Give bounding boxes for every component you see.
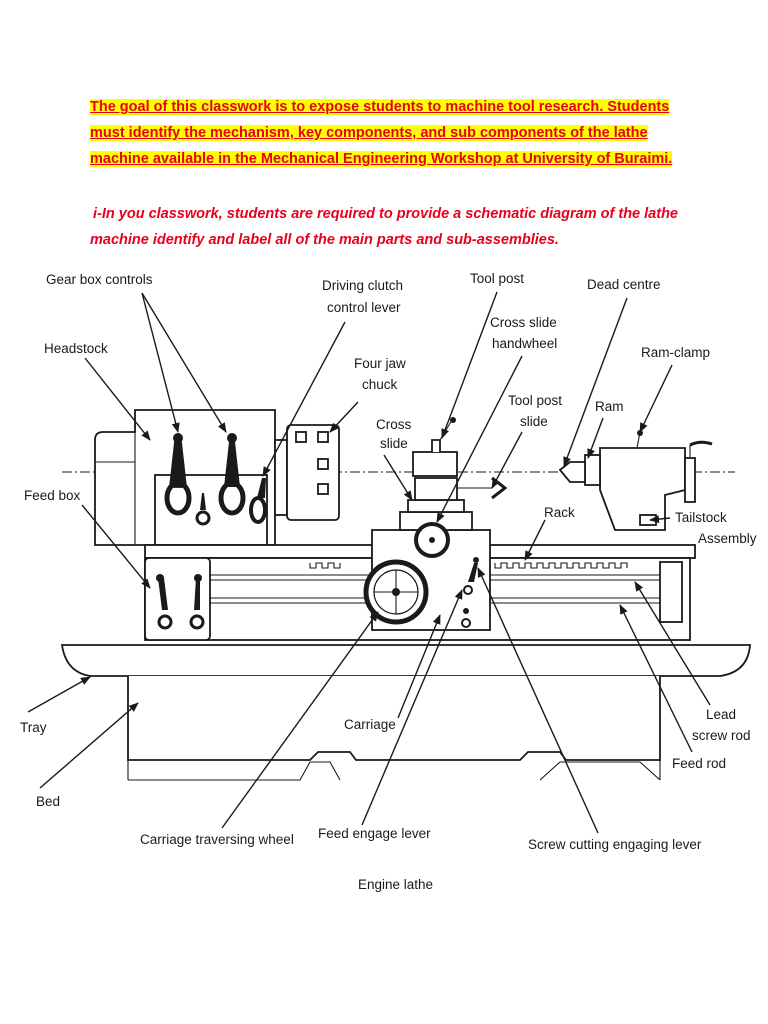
- label-cross-slide-1: Cross: [376, 417, 412, 432]
- label-tailstock-2: Assembly: [698, 531, 757, 546]
- chuck-drawing: [274, 424, 340, 521]
- label-tool-post-slide-1: Tool post: [508, 393, 562, 408]
- label-cross-slide-2: slide: [380, 436, 408, 451]
- feed-box-drawing: [144, 557, 211, 641]
- label-four-jaw-1: Four jaw: [354, 356, 406, 371]
- bed-base-drawing: [127, 676, 661, 781]
- tailstock-drawing: [558, 430, 713, 531]
- label-tailstock-1: Tailstock: [675, 510, 727, 525]
- label-driving-clutch-2: control lever: [327, 300, 401, 315]
- label-tray: Tray: [20, 720, 47, 735]
- goal-text: The goal of this classwork is to expose …: [90, 99, 673, 167]
- task-paragraph: i-In you classwork, students are require…: [90, 201, 710, 253]
- label-cross-slide-hw-2: handwheel: [492, 336, 557, 351]
- label-headstock: Headstock: [44, 341, 108, 356]
- diagram-caption: Engine lathe: [358, 877, 433, 892]
- label-gear-box-controls: Gear box controls: [46, 272, 153, 287]
- label-carriage-wheel: Carriage traversing wheel: [140, 832, 294, 847]
- label-lead-screw-2: screw rod: [692, 728, 751, 743]
- label-bed: Bed: [36, 794, 60, 809]
- label-rack: Rack: [544, 505, 575, 520]
- goal-paragraph: The goal of this classwork is to expose …: [90, 94, 690, 172]
- tray-drawing: [60, 644, 751, 677]
- label-dead-centre: Dead centre: [587, 277, 661, 292]
- label-four-jaw-2: chuck: [362, 377, 398, 392]
- label-feed-rod: Feed rod: [672, 756, 726, 771]
- label-tool-post-slide-2: slide: [520, 414, 548, 429]
- label-tool-post: Tool post: [470, 271, 524, 286]
- label-driving-clutch-1: Driving clutch: [322, 278, 403, 293]
- label-ram-clamp: Ram-clamp: [641, 345, 710, 360]
- task-text: i-In you classwork, students are require…: [90, 206, 678, 248]
- leader-lines: [27, 291, 711, 834]
- label-feed-box: Feed box: [24, 488, 81, 503]
- label-lead-screw-1: Lead: [706, 707, 736, 722]
- headstock-drawing: [94, 409, 276, 546]
- label-ram: Ram: [595, 399, 624, 414]
- label-carriage: Carriage: [344, 717, 396, 732]
- diagram-labels: Gear box controls Headstock Driving clut…: [20, 271, 757, 892]
- label-screw-cutting: Screw cutting engaging lever: [528, 837, 702, 852]
- label-feed-engage: Feed engage lever: [318, 826, 431, 841]
- label-cross-slide-hw-1: Cross slide: [490, 315, 557, 330]
